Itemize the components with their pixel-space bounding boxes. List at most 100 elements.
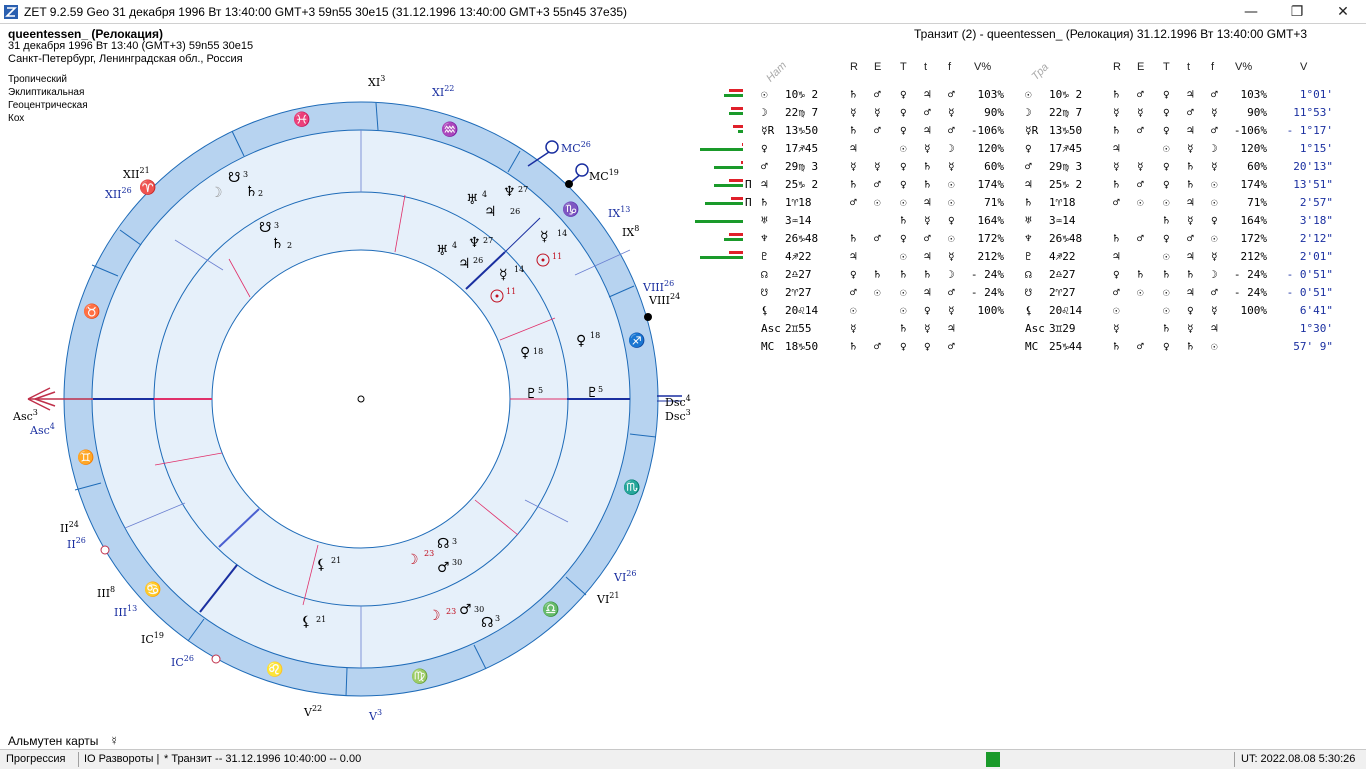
planet-speed: 1°01' [1299, 88, 1333, 101]
transit-title: Транзит (2) - queentessen_ (Релокация) 3… [914, 27, 1308, 41]
col-header-left: V% [974, 61, 992, 73]
dignity-glyph: ☉ [900, 250, 907, 263]
svg-text:♂: ♂ [437, 560, 450, 576]
svg-text:30: 30 [474, 605, 484, 614]
svg-text:♇: ♇ [586, 385, 599, 401]
svg-text:3: 3 [243, 170, 248, 179]
strength-bar-negative [731, 107, 743, 110]
dignity-glyph: ♀ [900, 340, 907, 353]
strength-bar-positive [724, 94, 743, 97]
ut-clock: UT: 2022.08.08 5:30:26 [1241, 753, 1356, 765]
dignity-glyph: ♃ [924, 124, 931, 137]
planet-position: 2♊55 [785, 322, 812, 335]
dignity-glyph: ♂ [948, 88, 955, 101]
transit-planet-glyph: Asc [1025, 322, 1045, 335]
sign-libra-icon: ♎ [542, 601, 559, 618]
planet-position: 4♐22 [785, 250, 812, 263]
strength-value: 172% [977, 232, 1005, 245]
transit-dignity-glyph: ♄ [1163, 268, 1170, 281]
transit-strength: 60% [1247, 160, 1267, 173]
planet-speed: - 0'51" [1286, 268, 1333, 281]
svg-text:♃: ♃ [458, 256, 471, 272]
planet-speed: 2'57" [1299, 196, 1333, 209]
cusp-asc-label: Asc3 [12, 408, 38, 423]
dignity-glyph: ♂ [874, 232, 881, 245]
svg-text:☽: ☽ [428, 608, 441, 624]
dignity-glyph: ☉ [900, 286, 907, 299]
chart-wheel[interactable]: ♓ ♒ ♑ ♐ ♏ ♎ ♍ ♌ ♋ ♊ ♉ ♈ [0, 70, 700, 730]
transit-strength: - 24% [1233, 268, 1267, 281]
svg-text:3: 3 [495, 614, 500, 623]
strength-bar-positive [714, 184, 743, 187]
dignity-glyph: ♃ [850, 142, 857, 155]
chart-name: queentessen_ (Релокация) [8, 27, 163, 41]
transit-planet-glyph: ♂ [1025, 160, 1032, 173]
transit-dignity-glyph: ♄ [1187, 160, 1194, 173]
cusp-xii-label: XII26 [105, 186, 132, 201]
transit-dignity-glyph: ♂ [1211, 88, 1218, 101]
close-button[interactable]: ✕ [1337, 3, 1349, 20]
transit-dignity-glyph: ☉ [1163, 142, 1170, 155]
cusp-ic-r-label: IC26 [171, 654, 194, 669]
dignity-glyph: ♄ [874, 268, 881, 281]
svg-text:5: 5 [598, 385, 603, 394]
house-system: Кох [8, 113, 25, 124]
planet-position: 2♈27 [785, 286, 812, 299]
transit-dignity-glyph: ☉ [1113, 304, 1120, 317]
transit-position: 3♊29 [1049, 322, 1076, 335]
svg-text:11: 11 [552, 252, 562, 261]
transit-planet-glyph: MC [1025, 340, 1039, 353]
dignity-glyph: ☉ [900, 304, 907, 317]
progression-status[interactable]: Прогрессия [6, 753, 66, 765]
svg-text:23: 23 [446, 607, 456, 616]
io-status[interactable]: IO Развороты | [84, 753, 160, 765]
transit-strength: - 24% [1233, 286, 1267, 299]
transit-dignity-glyph: ☉ [1163, 250, 1170, 263]
transit-dignity-glyph: ♄ [1163, 322, 1170, 335]
maximize-button[interactable]: ❐ [1290, 3, 1304, 20]
transit-planet-glyph: ☿R [1025, 124, 1039, 137]
strength-value: -106% [970, 124, 1004, 137]
svg-text:18: 18 [590, 331, 600, 340]
app-icon [4, 4, 18, 19]
svg-text:21: 21 [331, 556, 341, 565]
status-bar: Прогрессия IO Развороты | * Транзит -- 3… [0, 749, 1366, 769]
center-type: Геоцентрическая [8, 100, 88, 111]
svg-text:27: 27 [483, 236, 493, 245]
transit-strength: -106% [1233, 124, 1267, 137]
dignity-glyph: ☿ [874, 106, 881, 119]
sign-capricorn-icon: ♑ [562, 201, 579, 218]
transit-planet-glyph: ♄ [1025, 196, 1032, 209]
dignity-glyph: ♀ [900, 88, 907, 101]
dignity-glyph: ☽ [948, 142, 955, 155]
chart-place: Санкт-Петербург, Ленинградская обл., Рос… [8, 53, 243, 65]
transit-position: 4♐22 [1049, 250, 1076, 263]
dignity-glyph: ♂ [948, 124, 955, 137]
transit-dignity-glyph: ☿ [1211, 106, 1218, 119]
planet-glyph: ♂ [761, 160, 768, 173]
dignity-glyph: ☉ [874, 286, 881, 299]
planet-glyph: ♀ [761, 142, 768, 155]
transit-status[interactable]: * Транзит -- 31.12.1996 10:40:00 -- 0.00 [164, 753, 362, 765]
transit-strength: 90% [1247, 106, 1267, 119]
minimize-button[interactable]: — [1244, 3, 1258, 20]
strength-bar-negative [731, 197, 743, 200]
dignity-glyph: ♂ [948, 340, 955, 353]
planet-speed: - 0'51" [1286, 286, 1333, 299]
strength-value: 212% [977, 250, 1005, 263]
svg-text:♂: ♂ [459, 602, 472, 618]
cusp-xii-r-label: XII21 [123, 166, 150, 181]
svg-text:4: 4 [482, 190, 487, 199]
col-header-left: E [874, 61, 882, 73]
planet-position: 10♑ 2 [785, 88, 819, 101]
transit-dignity-glyph: ♀ [1187, 304, 1194, 317]
dignity-glyph: ☿ [874, 160, 881, 173]
transit-dignity-glyph: ♂ [1137, 124, 1144, 137]
sign-pisces-icon: ♓ [293, 111, 310, 128]
svg-text:♆: ♆ [503, 184, 516, 200]
transit-strength: 164% [1240, 214, 1268, 227]
transit-dignity-glyph: ♂ [1187, 106, 1194, 119]
svg-text:⚸: ⚸ [316, 557, 326, 573]
svg-text:☋: ☋ [259, 220, 271, 236]
